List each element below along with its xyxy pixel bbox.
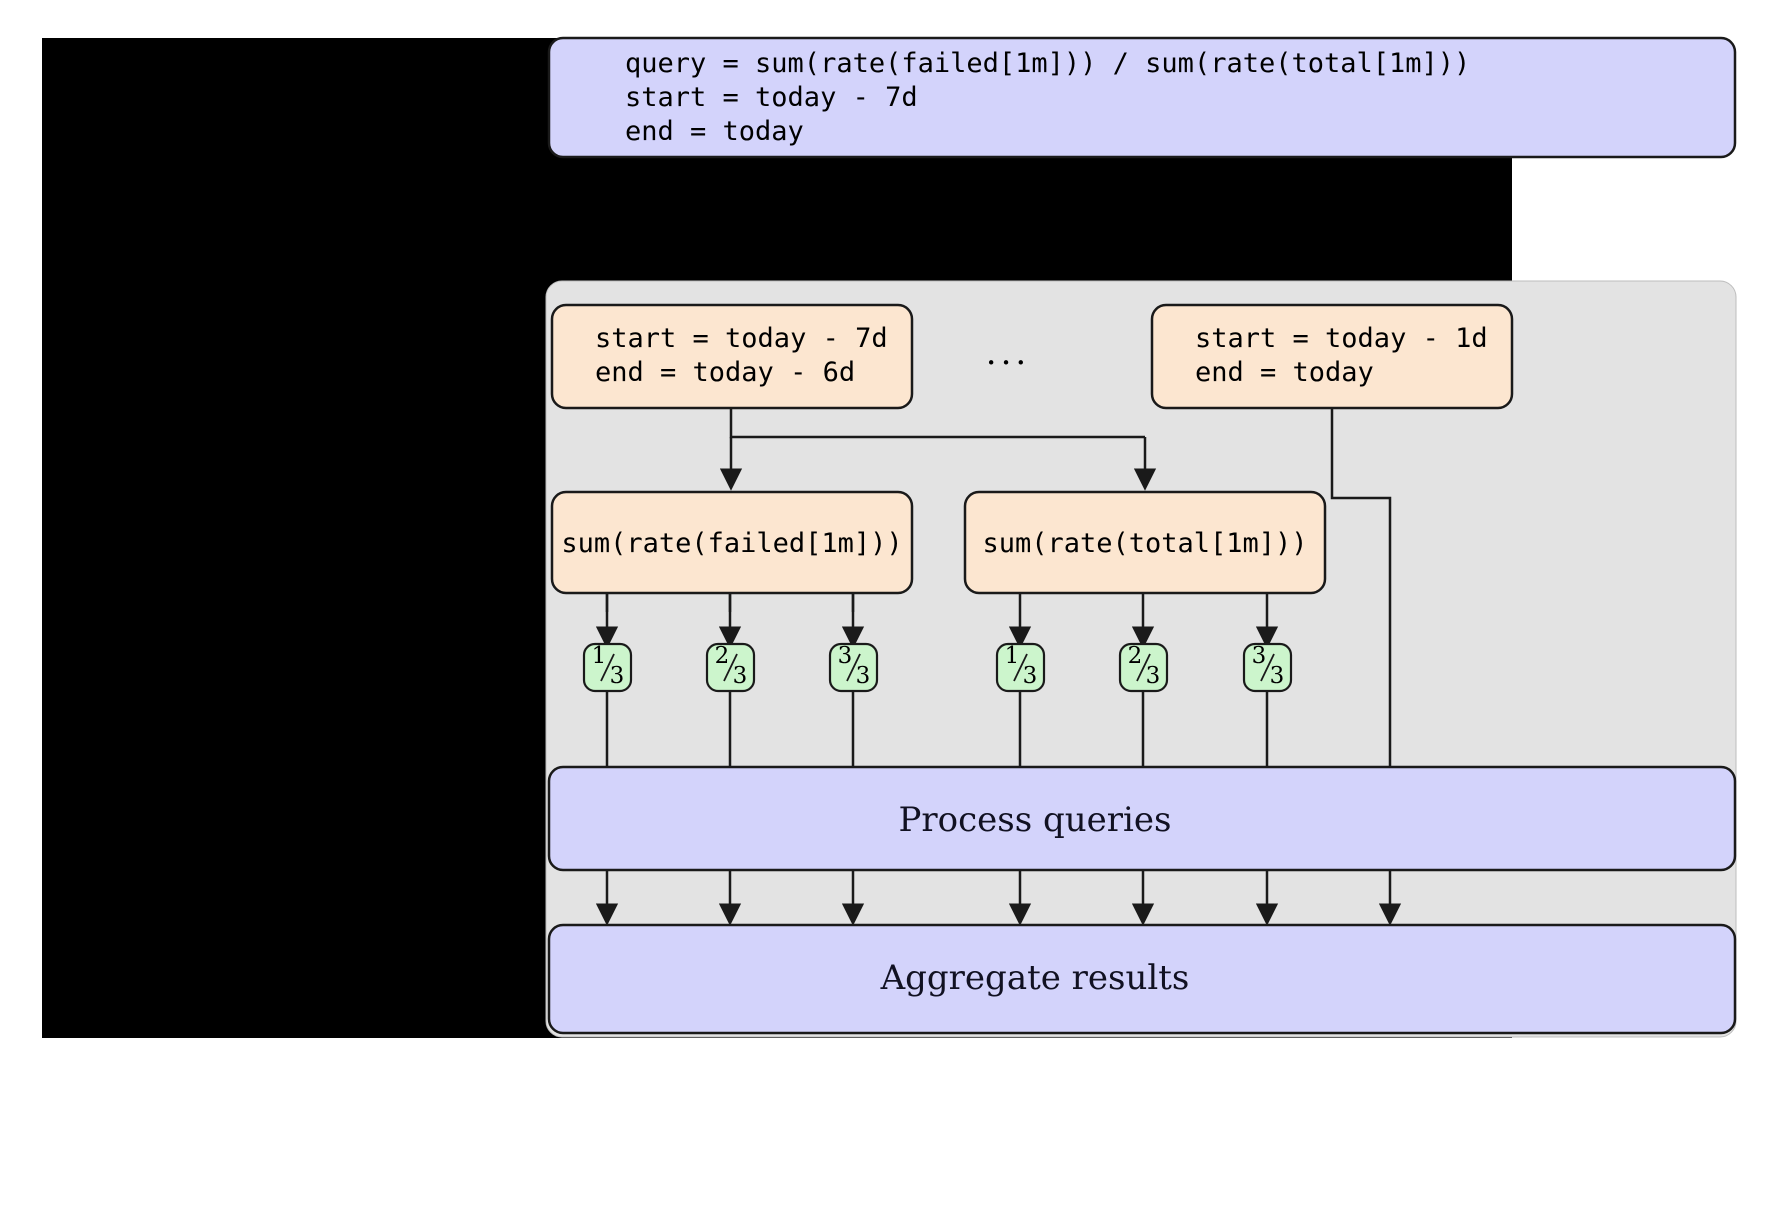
aggregate-results-label: Aggregate results xyxy=(880,958,1190,998)
time-window-first-line-2: end = today - 6d xyxy=(595,357,855,388)
time-window-last-line-2: end = today xyxy=(1195,357,1374,388)
shard-badge-6-denominator: 3 xyxy=(1270,663,1285,689)
shard-badge-2-numerator: 2 xyxy=(715,643,730,669)
time-window-first-line-1: start = today - 7d xyxy=(595,323,888,354)
shard-badge-6: 3 3 xyxy=(1242,642,1293,693)
shard-badge-4: 1 3 xyxy=(995,642,1046,693)
shard-badge-3-denominator: 3 xyxy=(856,663,871,689)
process-queries-label: Process queries xyxy=(899,800,1172,840)
shard-badge-5-denominator: 3 xyxy=(1146,663,1161,689)
query-line-2: start = today - 7d xyxy=(625,82,918,113)
shard-badge-4-numerator: 1 xyxy=(1005,643,1020,669)
metric-query-label-failed: sum(rate(failed[1m])) xyxy=(561,528,902,559)
shard-badge-2-denominator: 3 xyxy=(733,663,748,689)
metric-query-label-total: sum(rate(total[1m])) xyxy=(982,528,1307,559)
time-window-last-line-1: start = today - 1d xyxy=(1195,323,1488,354)
shard-badge-4-denominator: 3 xyxy=(1023,663,1038,689)
shard-badge-5-numerator: 2 xyxy=(1128,643,1143,669)
metric-query-box-total xyxy=(963,490,1327,595)
aggregate-results-bar xyxy=(547,923,1737,1035)
shard-badge-1: 1 3 xyxy=(582,642,633,693)
shard-badge-6-numerator: 3 xyxy=(1252,643,1267,669)
shard-badge-2: 2 3 xyxy=(705,642,756,693)
shard-badge-1-numerator: 1 xyxy=(592,643,607,669)
shard-badge-5: 2 3 xyxy=(1118,642,1169,693)
query-line-1: query = sum(rate(failed[1m])) / sum(rate… xyxy=(625,48,1470,79)
metric-query-box-failed xyxy=(550,490,914,595)
query-line-3: end = today xyxy=(625,116,804,147)
shard-badge-3: 3 3 xyxy=(828,642,879,693)
shard-badge-1-denominator: 3 xyxy=(610,663,625,689)
shard-badge-3-numerator: 3 xyxy=(838,643,853,669)
query-definition-box xyxy=(547,36,1737,159)
ellipsis-label: ... xyxy=(986,333,1030,373)
bypass-connector-right xyxy=(1330,408,1392,758)
